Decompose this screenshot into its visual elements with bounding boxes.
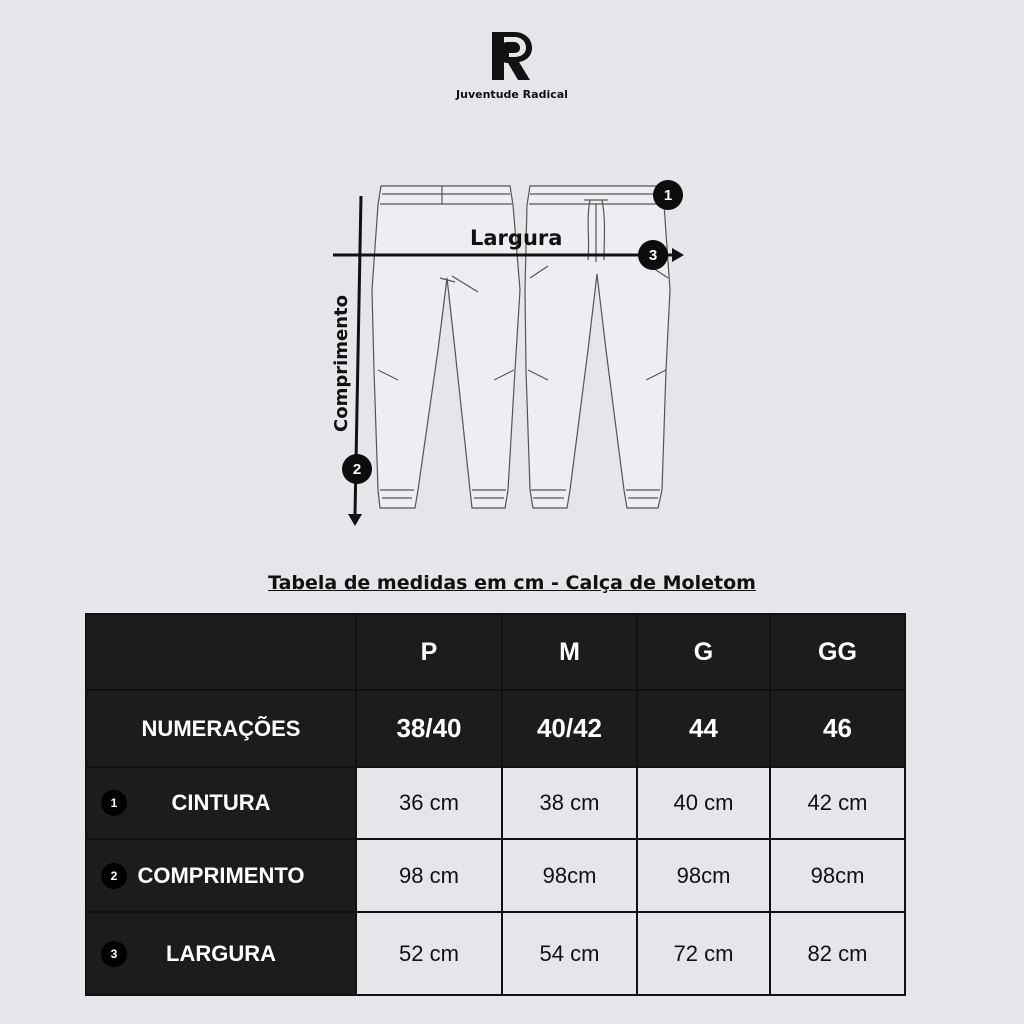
measurement-cell: 98cm: [636, 838, 771, 913]
badge-length: 2: [342, 454, 372, 484]
r-logo-icon: [492, 32, 532, 80]
row-label-comprimento: 2 COMPRIMENTO: [85, 838, 357, 913]
numeracao-value: 40/42: [501, 689, 638, 768]
table-row-comprimento: 2 COMPRIMENTO 98 cm 98cm 98cm 98cm: [85, 838, 906, 913]
numeracoes-row: NUMERAÇÕES 38/40 40/42 44 46: [85, 689, 906, 768]
row-badge: 3: [101, 940, 127, 967]
numeracoes-label: NUMERAÇÕES: [85, 689, 357, 768]
brand-logo: Juventude Radical: [0, 30, 1024, 101]
badge-waist: 1: [653, 180, 683, 210]
measurement-cell: 98 cm: [355, 838, 503, 913]
measurement-cell: 42 cm: [769, 766, 906, 840]
size-header: P: [355, 613, 503, 691]
measurement-cell: 72 cm: [636, 911, 771, 996]
measurement-cell: 52 cm: [355, 911, 503, 996]
brand-name: Juventude Radical: [456, 88, 568, 101]
row-badge: 1: [101, 790, 127, 816]
row-label-text: COMPRIMENTO: [137, 862, 305, 888]
row-label-text: CINTURA: [171, 790, 271, 815]
width-label: Largura: [470, 226, 563, 250]
pants-front-view: [524, 185, 671, 509]
row-badge: 2: [101, 862, 127, 889]
size-header: M: [501, 613, 638, 691]
measurement-cell: 54 cm: [501, 911, 638, 996]
measurement-cell: 36 cm: [355, 766, 503, 840]
row-label-largura: 3 LARGURA: [85, 911, 357, 996]
row-label-text: LARGURA: [166, 940, 276, 966]
measurement-cell: 98cm: [769, 838, 906, 913]
size-header: GG: [769, 613, 906, 691]
measurement-cell: 98cm: [501, 838, 638, 913]
measurement-cell: 82 cm: [769, 911, 906, 996]
size-header-row: P M G GG: [85, 613, 906, 691]
numeracao-value: 46: [769, 689, 906, 768]
row-label-cintura: 1 CINTURA: [85, 766, 357, 840]
pants-back-view: [371, 185, 521, 509]
pants-measurement-diagram: Largura Comprimento 1 2 3: [0, 170, 1024, 540]
table-title: Tabela de medidas em cm - Calça de Molet…: [268, 572, 756, 594]
numeracao-value: 38/40: [355, 689, 503, 768]
table-row-largura: 3 LARGURA 52 cm 54 cm 72 cm 82 cm: [85, 911, 906, 996]
numeracao-value: 44: [636, 689, 771, 768]
table-row-cintura: 1 CINTURA 36 cm 38 cm 40 cm 42 cm: [85, 766, 906, 840]
measurement-cell: 38 cm: [501, 766, 638, 840]
size-header: G: [636, 613, 771, 691]
badge-width: 3: [638, 240, 668, 270]
measurement-cell: 40 cm: [636, 766, 771, 840]
size-chart-table: P M G GG NUMERAÇÕES 38/40 40/42 44 46 1 …: [85, 613, 906, 996]
length-label: Comprimento: [331, 294, 352, 432]
corner-cell: [85, 613, 357, 691]
